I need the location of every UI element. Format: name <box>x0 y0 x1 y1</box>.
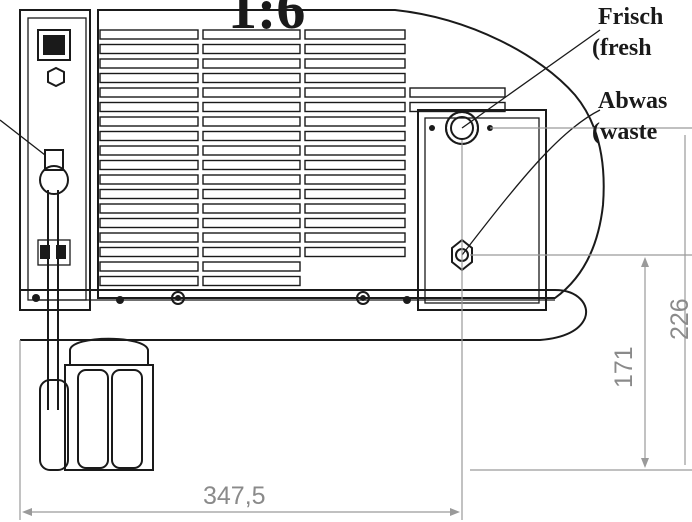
vent-slat <box>304 232 406 243</box>
callout-leaders <box>0 29 601 256</box>
vent-slat <box>409 87 506 98</box>
vent-slat <box>202 130 301 142</box>
vent-slat <box>304 159 406 171</box>
vent-slat <box>304 130 406 142</box>
vent-slat <box>202 188 301 200</box>
vent-slat <box>202 101 301 113</box>
vent-slat <box>99 188 199 200</box>
dimension-lines <box>19 127 692 520</box>
water-connection-plate <box>417 109 547 311</box>
vent-slat <box>99 159 199 171</box>
vent-slat <box>99 275 199 287</box>
vent-slat <box>202 116 301 127</box>
vent-slat <box>202 203 301 214</box>
vent-slat <box>202 43 301 55</box>
drain-hose <box>39 149 69 471</box>
vent-slat <box>304 174 406 185</box>
vent-slat <box>99 87 199 98</box>
vent-slat <box>202 87 301 98</box>
mounting-screws <box>32 291 411 305</box>
device-housing <box>20 9 605 341</box>
control-panel <box>19 9 91 311</box>
vent-slat <box>202 29 301 40</box>
vent-slat <box>304 145 406 156</box>
vent-slat <box>304 101 406 113</box>
vent-slat <box>304 43 406 55</box>
vent-slat <box>99 145 199 156</box>
vent-slat <box>99 246 199 258</box>
vent-slat <box>304 203 406 214</box>
fresh-water-label-en: (fresh <box>592 35 652 61</box>
vent-slat <box>304 217 406 229</box>
vent-slat <box>99 101 199 113</box>
vent-slat <box>202 174 301 185</box>
vent-slat <box>304 58 406 69</box>
vent-slat <box>202 217 301 229</box>
vent-slat <box>99 232 199 243</box>
waste-water-label-en: (waste <box>592 119 658 145</box>
vent-slat <box>99 116 199 127</box>
vent-slat <box>304 72 406 84</box>
vent-slat <box>304 29 406 40</box>
waste-height-dimension: 171 <box>610 346 638 388</box>
vent-slat <box>99 203 199 214</box>
vent-slat <box>202 246 301 258</box>
vent-slat <box>409 101 506 113</box>
vent-grille <box>99 29 506 287</box>
vent-slat <box>304 246 406 258</box>
fresh-water-label-de: Frisch <box>598 4 663 30</box>
vent-slat <box>99 261 199 272</box>
caster-wheel <box>64 337 154 471</box>
vent-slat <box>99 43 199 55</box>
vent-slat <box>99 130 199 142</box>
vent-slat <box>202 232 301 243</box>
width-dimension: 347,5 <box>203 482 266 510</box>
vent-slat <box>202 72 301 84</box>
vent-slat <box>99 72 199 84</box>
vent-slat <box>202 275 301 287</box>
vent-slat <box>99 29 199 40</box>
vent-slat <box>304 116 406 127</box>
vent-slat <box>202 159 301 171</box>
vent-slat <box>304 87 406 98</box>
vent-slat <box>99 58 199 69</box>
vent-slat <box>202 58 301 69</box>
vent-slat <box>99 217 199 229</box>
waste-water-label-de: Abwas <box>598 88 667 114</box>
vent-slat <box>202 145 301 156</box>
vent-slat <box>99 174 199 185</box>
fresh-height-dimension: 226 <box>666 298 692 340</box>
vent-slat <box>202 261 301 272</box>
vent-slat <box>304 188 406 200</box>
